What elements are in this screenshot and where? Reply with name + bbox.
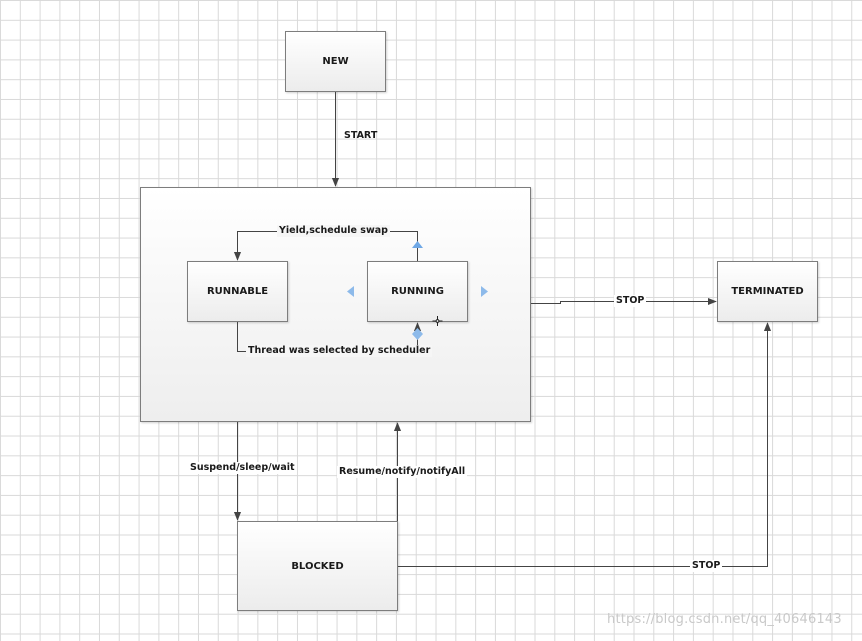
label-start: START [344,130,378,141]
state-blocked[interactable]: BLOCKED [237,521,398,611]
connector-stop-blocked[interactable] [398,322,772,567]
label-yield: Yield,schedule swap [277,225,390,237]
resize-handle-right-icon[interactable] [481,286,488,297]
label-suspend: Suspend/sleep/wait [188,462,297,474]
state-runnable-label: RUNNABLE [206,286,269,297]
move-cursor-icon [432,316,443,326]
label-resume: Resume/notify/notifyAll [337,466,468,478]
resize-handle-top-icon[interactable] [412,241,423,248]
watermark-url: https://blog.csdn.net/qq_40646143 [607,612,842,627]
state-running-label: RUNNING [391,286,444,297]
state-terminated[interactable]: TERMINATED [717,261,818,322]
state-blocked-label: BLOCKED [291,560,344,572]
state-terminated-label: TERMINATED [731,286,804,297]
label-stop-blocked: STOP [690,560,723,572]
state-runnable[interactable]: RUNNABLE [187,261,288,322]
label-stop-active: STOP [614,295,647,307]
label-selected: Thread was selected by scheduler [246,345,433,357]
state-new-label: NEW [322,56,349,67]
resize-handle-bottom-icon[interactable] [412,328,423,340]
state-new[interactable]: NEW [285,31,386,92]
state-running[interactable]: RUNNING [367,261,468,322]
resize-handle-left-icon[interactable] [347,286,354,297]
